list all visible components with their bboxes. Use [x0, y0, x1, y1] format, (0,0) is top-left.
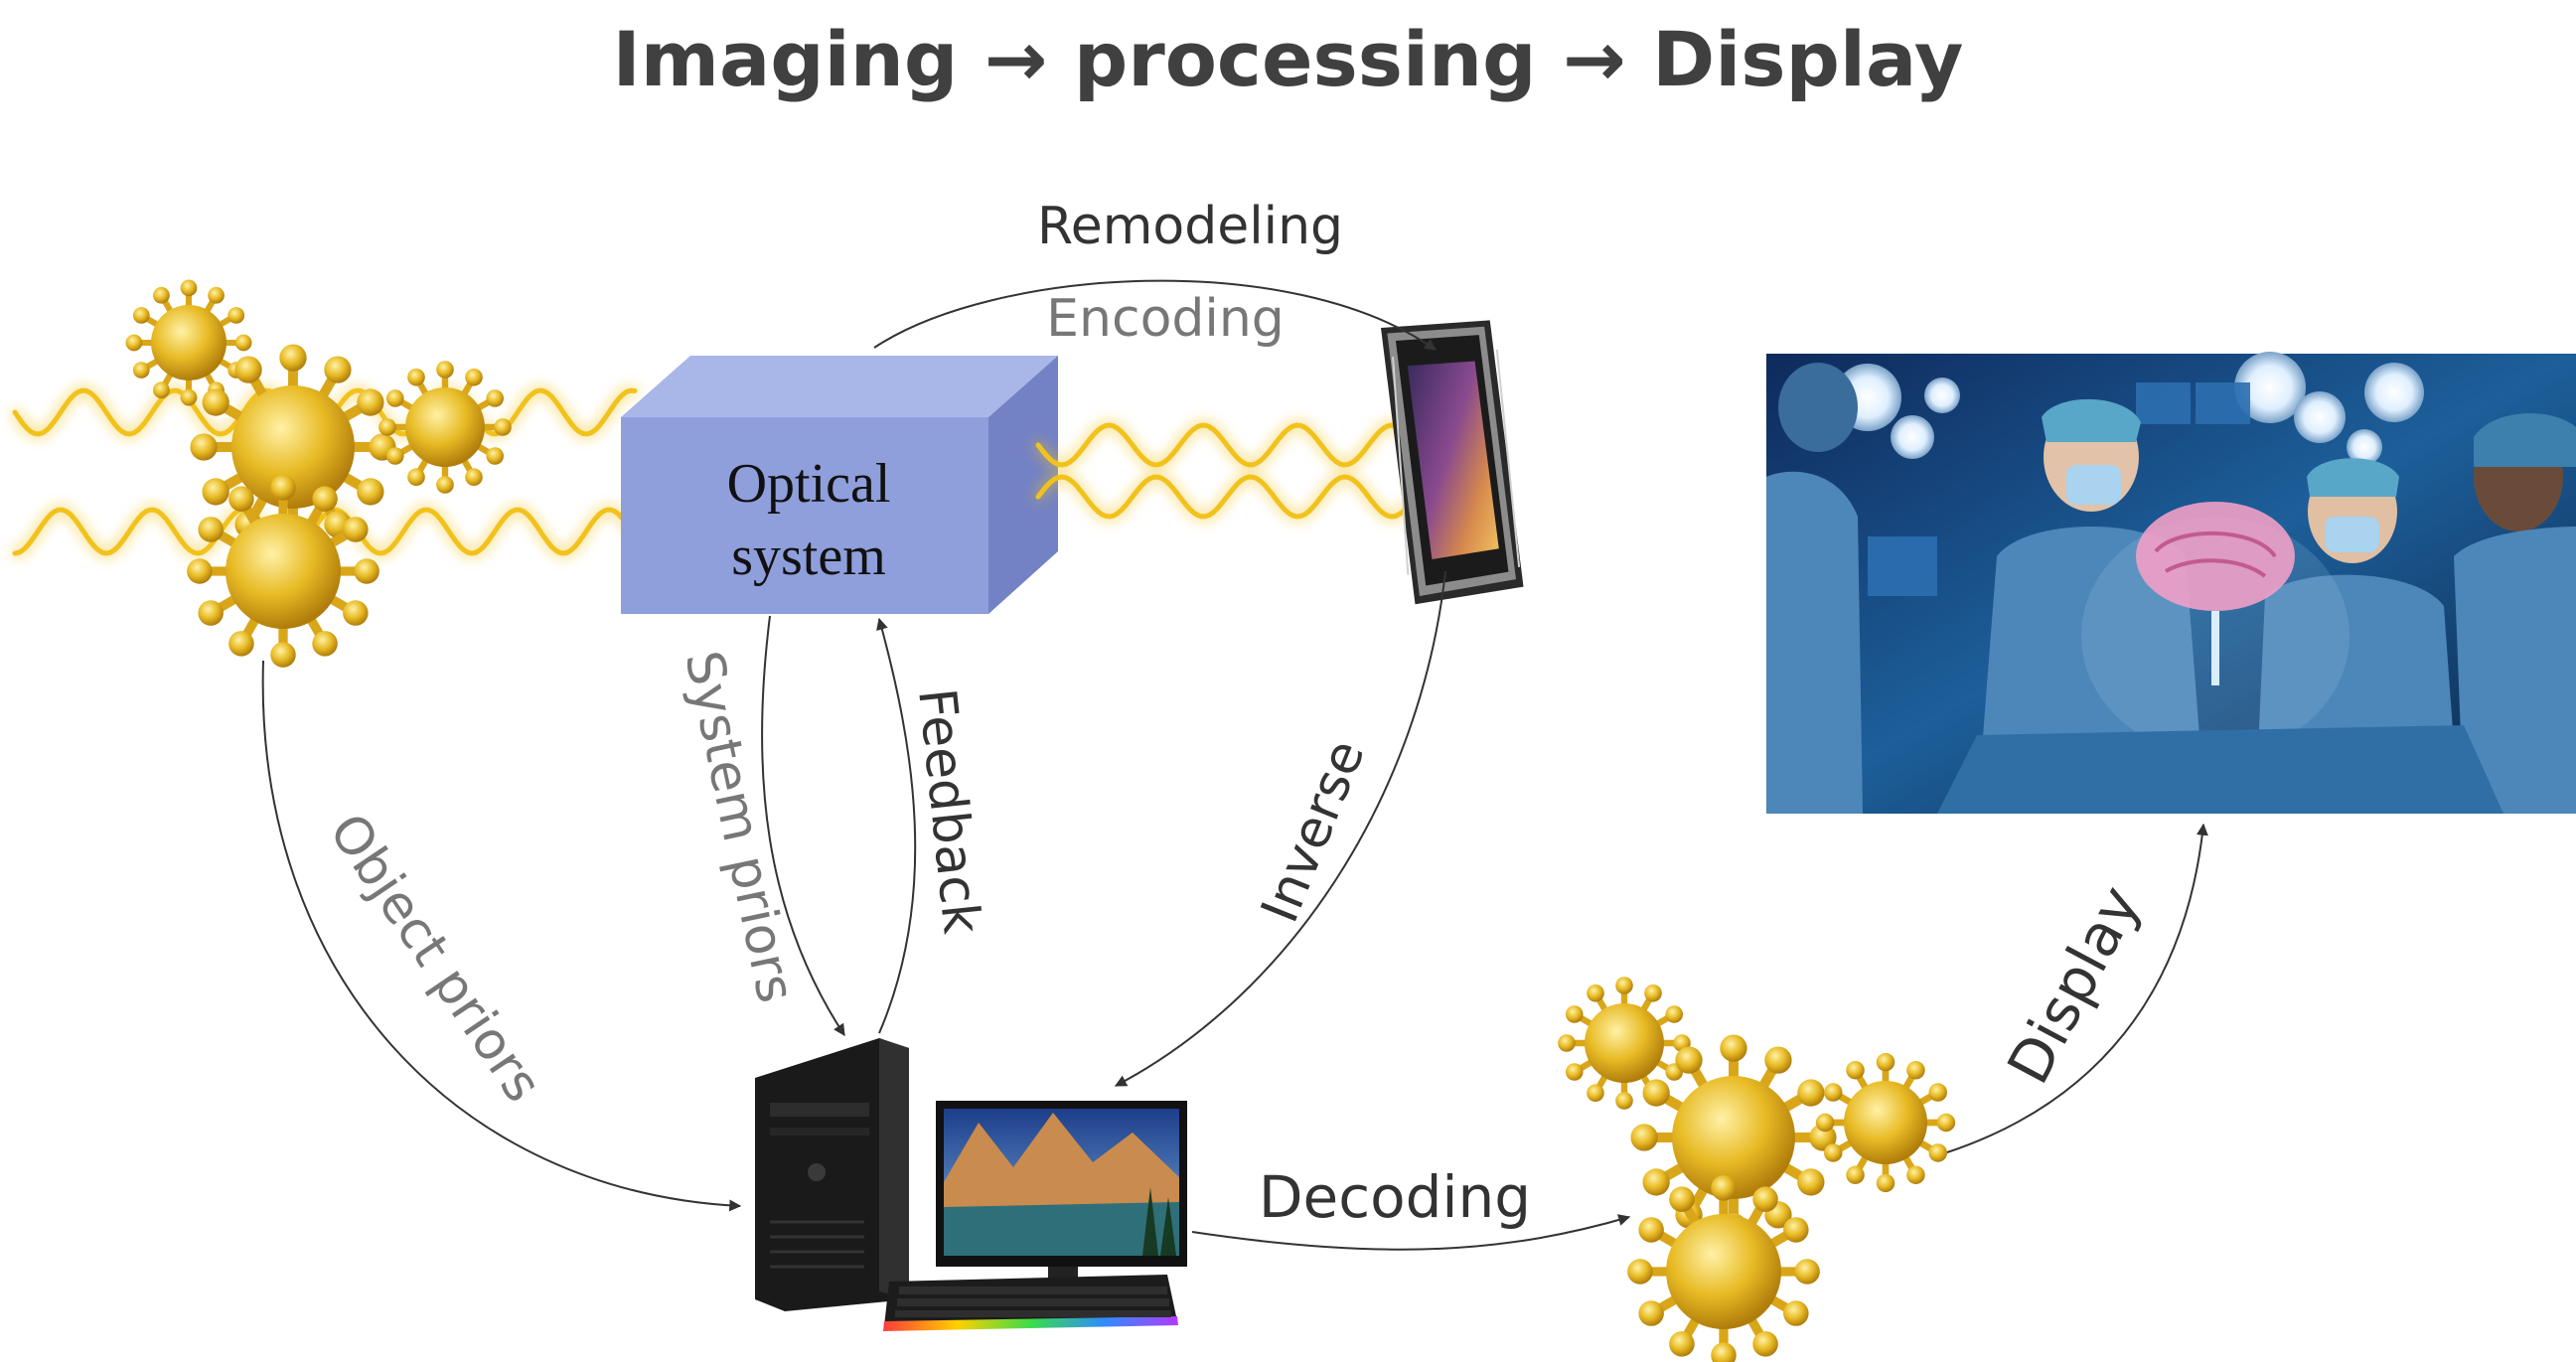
- edge-feedback: [876, 617, 917, 1034]
- edge-inverse: [1114, 570, 1446, 1087]
- desktop-computer-icon: [755, 1038, 1187, 1331]
- virus-particle-icon: [187, 475, 379, 668]
- label-object-priors: Object priors: [317, 804, 552, 1113]
- image-sensor-chip-icon: [1381, 320, 1524, 605]
- optical-system-label-line2: system: [731, 526, 886, 587]
- label-system-priors: System priors: [673, 646, 805, 1007]
- page-title: Imaging → processing → Display: [612, 15, 1964, 103]
- edge-display: [1946, 823, 2208, 1153]
- light-wave: [1035, 474, 1439, 520]
- surgeons-hologram-brain-photo: [1766, 352, 2576, 814]
- virus-particle-icon: [1558, 977, 1691, 1110]
- virus-particle-icon: [1815, 1052, 1956, 1193]
- label-inverse: Inverse: [1250, 732, 1376, 931]
- decoded-virus-cluster: [1558, 977, 1956, 1362]
- virus-particle-icon: [1627, 1175, 1820, 1362]
- edge-decoding: [1191, 1214, 1631, 1251]
- edge-system-priors: [761, 615, 845, 1037]
- label-remodeling: Remodeling: [1037, 197, 1343, 256]
- edge-remodeling: [873, 279, 1437, 351]
- label-feedback: Feedback: [906, 685, 991, 937]
- optical-system-label-line1: Optical: [727, 453, 891, 515]
- light-wave: [12, 507, 638, 556]
- label-decoding: Decoding: [1259, 1163, 1531, 1231]
- edges: [261, 279, 2208, 1251]
- light-wave: [1035, 422, 1439, 468]
- optical-system-box: Optical system: [621, 356, 1058, 614]
- virus-particle-icon: [379, 361, 512, 494]
- label-encoding: Encoding: [1046, 289, 1285, 349]
- object-virus-cluster: [125, 279, 512, 668]
- virus-particle-icon: [125, 279, 252, 406]
- label-display: Display: [1994, 875, 2153, 1095]
- edge-object-priors: [261, 660, 742, 1212]
- outgoing-light-waves: [1035, 422, 1439, 520]
